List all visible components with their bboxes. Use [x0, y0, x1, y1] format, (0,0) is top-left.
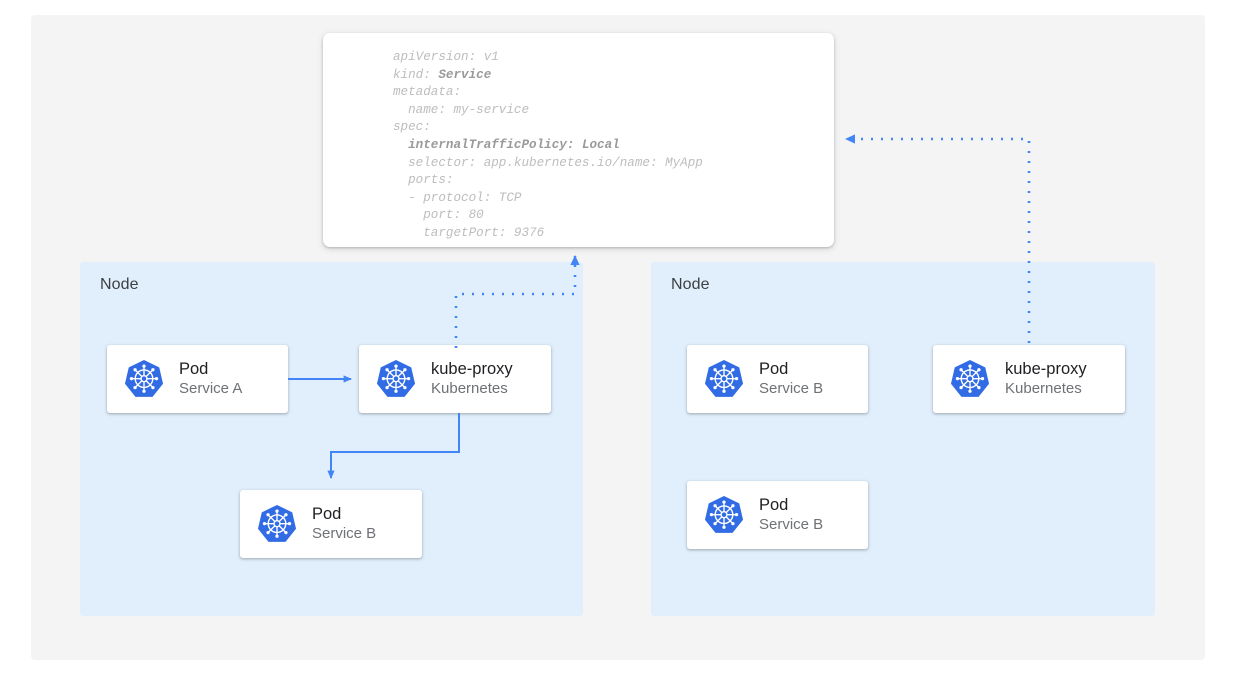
card-title: Pod — [179, 359, 209, 378]
kubernetes-icon — [124, 359, 164, 397]
card-kube-proxy-right[interactable]: kube-proxy Kubernetes — [933, 345, 1125, 413]
kubernetes-icon — [704, 359, 744, 397]
card-title: Pod — [312, 504, 342, 523]
card-subtitle: Kubernetes — [431, 380, 508, 398]
card-pod-service-a[interactable]: Pod Service A — [107, 345, 288, 413]
service-manifest-panel: apiVersion: v1 kind: Service metadata: n… — [323, 33, 834, 247]
node-group-left: Node — [80, 262, 583, 616]
kubernetes-icon — [376, 359, 416, 397]
service-manifest-code: apiVersion: v1 kind: Service metadata: n… — [393, 50, 703, 240]
card-title: Pod — [759, 359, 789, 378]
node-group-right: Node — [651, 262, 1155, 616]
card-subtitle: Kubernetes — [1005, 380, 1082, 398]
card-pod-service-b-left[interactable]: Pod Service B — [240, 490, 422, 558]
card-text: kube-proxy Kubernetes — [1005, 360, 1087, 398]
node-left-label: Node — [100, 276, 139, 293]
card-pod-service-b-right-top[interactable]: Pod Service B — [687, 345, 868, 413]
card-title: kube-proxy — [1005, 359, 1087, 378]
card-kube-proxy-left[interactable]: kube-proxy Kubernetes — [359, 345, 551, 413]
card-title: Pod — [759, 495, 789, 514]
card-text: Pod Service B — [312, 505, 376, 543]
kubernetes-icon — [950, 359, 990, 397]
card-text: kube-proxy Kubernetes — [431, 360, 513, 398]
kubernetes-icon — [257, 504, 297, 542]
card-subtitle: Service B — [312, 525, 377, 543]
card-pod-service-b-right-bottom[interactable]: Pod Service B — [687, 481, 868, 549]
card-text: Pod Service A — [179, 360, 242, 398]
card-subtitle: Service B — [759, 516, 824, 534]
card-subtitle: Service B — [759, 380, 824, 398]
card-subtitle: Service A — [179, 380, 243, 398]
card-text: Pod Service B — [759, 496, 823, 534]
card-text: Pod Service B — [759, 360, 823, 398]
card-title: kube-proxy — [431, 359, 513, 378]
kubernetes-icon — [704, 495, 744, 533]
node-right-label: Node — [671, 276, 710, 293]
